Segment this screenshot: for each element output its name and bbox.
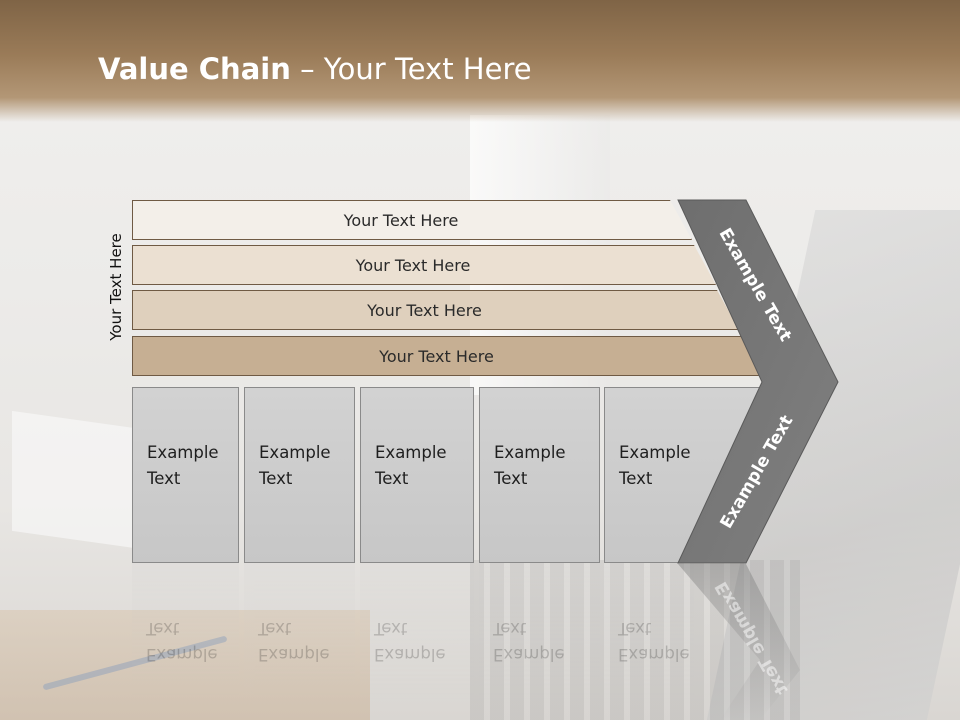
header-band: [0, 0, 960, 122]
reflection-text: Example: [258, 645, 330, 664]
reflection-text: Text: [618, 619, 652, 638]
reflection-text: Example: [493, 645, 565, 664]
primary-box-5[interactable]: Example Text: [604, 387, 762, 563]
primary-box-3[interactable]: Example Text: [360, 387, 474, 563]
primary-box-1[interactable]: Example Text: [132, 387, 239, 563]
box-line-2: Text: [259, 469, 293, 488]
slide-title[interactable]: Value Chain – Your Text Here: [98, 52, 532, 86]
bar-label: Your Text Here: [355, 255, 471, 275]
bar-label: Your Text Here: [367, 300, 482, 320]
title-rest: – Your Text Here: [290, 52, 532, 86]
box-line-1: Example: [147, 443, 219, 462]
support-bar-4[interactable]: Your Text Here: [132, 336, 763, 376]
reflection-text: Text: [374, 619, 408, 638]
background-paper: [12, 410, 142, 550]
box-line-2: Text: [619, 469, 653, 488]
side-label-text: Your Text Here: [107, 233, 125, 341]
reflection-text: Text: [146, 619, 180, 638]
reflection-text: Example: [374, 645, 446, 664]
reflection-text: Text: [493, 619, 527, 638]
reflection-text: Example: [618, 645, 690, 664]
box-line-2: Text: [494, 469, 528, 488]
primary-box-2[interactable]: Example Text: [244, 387, 355, 563]
bar-label: Your Text Here: [379, 346, 494, 366]
background-notebook: [0, 610, 370, 720]
box-line-1: Example: [375, 443, 447, 462]
support-bar-3[interactable]: Your Text Here: [132, 290, 739, 330]
bar-label: Your Text Here: [343, 210, 459, 230]
primary-box-4[interactable]: Example Text: [479, 387, 600, 563]
reflection-text: Text: [258, 619, 292, 638]
reflection-text: Example: [146, 645, 218, 664]
side-label[interactable]: Your Text Here: [104, 222, 128, 352]
box-line-1: Example: [619, 443, 691, 462]
box-line-2: Text: [147, 469, 181, 488]
box-line-2: Text: [375, 469, 409, 488]
title-bold: Value Chain: [98, 52, 291, 86]
box-line-1: Example: [494, 443, 566, 462]
support-bar-2[interactable]: Your Text Here: [132, 245, 716, 285]
box-line-1: Example: [259, 443, 331, 462]
support-bar-1[interactable]: Your Text Here: [132, 200, 692, 240]
